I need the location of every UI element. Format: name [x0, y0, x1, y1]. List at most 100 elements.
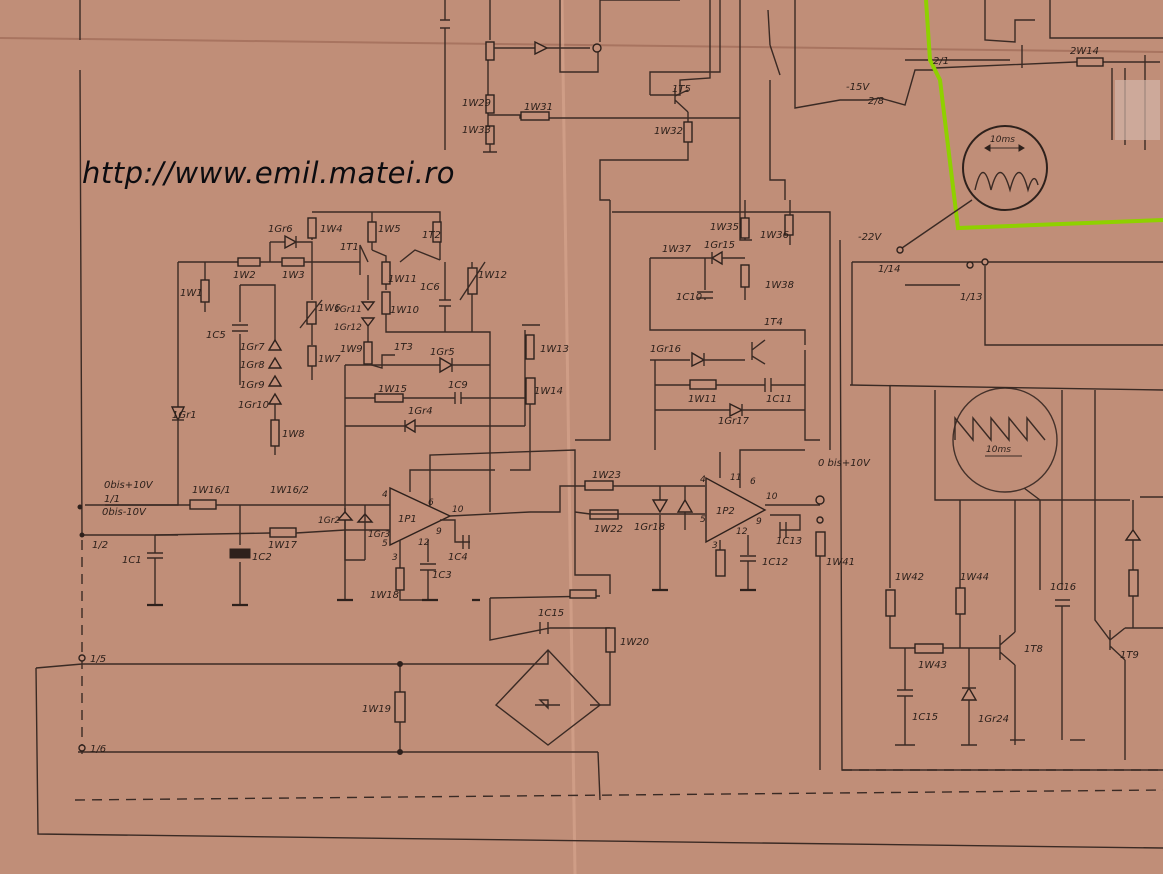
label-1w10: 1W10: [390, 305, 419, 316]
label-1w14: 1W14: [534, 386, 563, 397]
label-1t4: 1T4: [764, 317, 783, 328]
label-1w13: 1W13: [540, 344, 569, 355]
label-1p2: 1P2: [716, 506, 735, 517]
label-1gr1: 1Gr1: [172, 410, 197, 421]
label-1w18: 1W18: [370, 590, 399, 601]
label-1t1: 1T1: [340, 242, 359, 253]
connector-labels: 1/1 1/2 1/5 1/6 1/13 1/14 2/1 2/8: [78, 56, 989, 755]
highlight-frame: [924, 0, 1163, 231]
label-1c10: 1C10: [676, 292, 702, 303]
label-1gr8: 1Gr8: [240, 360, 265, 371]
label-1gr15: 1Gr15: [704, 240, 735, 251]
paper-fold-horizontal: [0, 37, 1163, 53]
label-1w42: 1W42: [895, 572, 924, 583]
label-1w22: 1W22: [594, 524, 623, 535]
label-1w44: 1W44: [960, 572, 989, 583]
voltage-input-bottom: 0bis-10V: [102, 507, 147, 518]
label-1c9: 1C9: [448, 380, 468, 391]
ground-symbols: [147, 588, 756, 607]
resistor-top-1: [485, 41, 495, 61]
waveform-circle-top: [901, 125, 1048, 249]
label-1w23: 1W23: [592, 470, 621, 481]
voltage-labels: 0bis+10V 0bis-10V 0 bis+10V -15V -22V 10…: [102, 82, 1015, 518]
paper-fold-vertical: [560, 0, 577, 874]
label-1gr10: 1Gr10: [238, 400, 269, 411]
voltage-minus22: -22V: [858, 232, 882, 243]
opamp-1p2-section: [575, 200, 831, 770]
label-1gr4: 1Gr4: [408, 406, 433, 417]
label-1w36: 1W36: [760, 230, 789, 241]
component-labels: 1W1 1W2 1W3 1W4 1W5 1W6 1W7 1W8 1W9 1W10…: [122, 46, 1139, 725]
label-1c2: 1C2: [252, 552, 272, 563]
pin-1p1-3: 3: [392, 553, 398, 563]
label-1w16-1: 1W16/1: [192, 485, 231, 496]
voltage-input-top: 0bis+10V: [104, 480, 154, 491]
label-1gr11: 1Gr11: [334, 305, 362, 315]
label-1c6: 1C6: [420, 282, 440, 293]
label-1gr24: 1Gr24: [978, 714, 1009, 725]
label-1w37: 1W37: [662, 244, 692, 255]
label-1gr3: 1Gr3: [368, 530, 390, 540]
label-1w20: 1W20: [620, 637, 649, 648]
connector-1-2: 1/2: [92, 540, 108, 551]
label-1c4: 1C4: [448, 552, 468, 563]
label-1gr18: 1Gr18: [634, 522, 665, 533]
pin-1p1-9: 9: [436, 527, 442, 537]
label-1gr7: 1Gr7: [240, 342, 265, 353]
opamp-1p1: [336, 324, 576, 601]
label-1c15a: 1C15: [538, 608, 564, 619]
label-1w2: 1W2: [233, 270, 256, 281]
label-1w17: 1W17: [268, 540, 298, 551]
label-1gr6: 1Gr6: [268, 224, 293, 235]
label-1w3: 1W3: [282, 270, 305, 281]
pin-1p2-9: 9: [756, 517, 762, 527]
label-1w19: 1W19: [362, 704, 391, 715]
connector-1-6: 1/6: [90, 744, 106, 755]
pin-1p2-10: 10: [766, 492, 778, 502]
pin-1p2-12: 12: [736, 527, 748, 537]
pin-1p1-12: 12: [418, 538, 430, 548]
label-1c5: 1C5: [206, 330, 226, 341]
label-1w9: 1W9: [340, 344, 363, 355]
label-1w11a: 1W11: [388, 274, 417, 285]
pin-labels: 4 5 6 9 10 12 3 4 5 6 9 10 11 12 3: [382, 473, 778, 563]
label-1w6: 1W6: [318, 303, 341, 314]
output-transistors: [885, 385, 1163, 760]
label-1c3: 1C3: [432, 570, 452, 581]
bridge-section: [394, 470, 705, 755]
label-1w33: 1W33: [462, 125, 491, 136]
label-1gr16: 1Gr16: [650, 344, 681, 355]
label-1t9: 1T9: [1120, 650, 1139, 661]
label-1t3: 1T3: [394, 342, 413, 353]
bus-lines: [35, 0, 1163, 849]
label-1gr17: 1Gr17: [718, 416, 750, 427]
label-1w38: 1W38: [765, 280, 794, 291]
pin-1p1-10: 10: [452, 505, 464, 515]
label-1gr5: 1Gr5: [430, 347, 455, 358]
label-1gr12: 1Gr12: [334, 323, 362, 333]
pin-1p1-6: 6: [428, 498, 434, 508]
label-1w1: 1W1: [180, 288, 203, 299]
voltage-minus15: -15V: [846, 82, 870, 93]
label-1gr9: 1Gr9: [240, 380, 265, 391]
label-1w8: 1W8: [282, 429, 305, 440]
waveform-circle-mid: [952, 387, 1058, 501]
waveform-period-mid: 10ms: [986, 445, 1011, 455]
watermark-url: http://www.emil.matei.ro: [82, 156, 455, 190]
label-1gr2: 1Gr2: [318, 516, 340, 526]
label-1w16-2: 1W16/2: [270, 485, 309, 496]
label-1c16: 1C16: [1050, 582, 1076, 593]
label-1w15: 1W15: [378, 384, 407, 395]
connector-2-1: 2/1: [933, 56, 949, 67]
label-1t8: 1T8: [1024, 644, 1043, 655]
pin-1p2-5: 5: [700, 515, 706, 525]
connector-1-14: 1/14: [878, 264, 900, 275]
diode-1gr1: [170, 406, 186, 422]
label-1c13: 1C13: [776, 536, 802, 547]
label-1w32: 1W32: [654, 126, 683, 137]
label-1p1: 1P1: [398, 514, 417, 525]
pin-1p1-5: 5: [382, 539, 388, 549]
connector-1-13: 1/13: [960, 292, 982, 303]
